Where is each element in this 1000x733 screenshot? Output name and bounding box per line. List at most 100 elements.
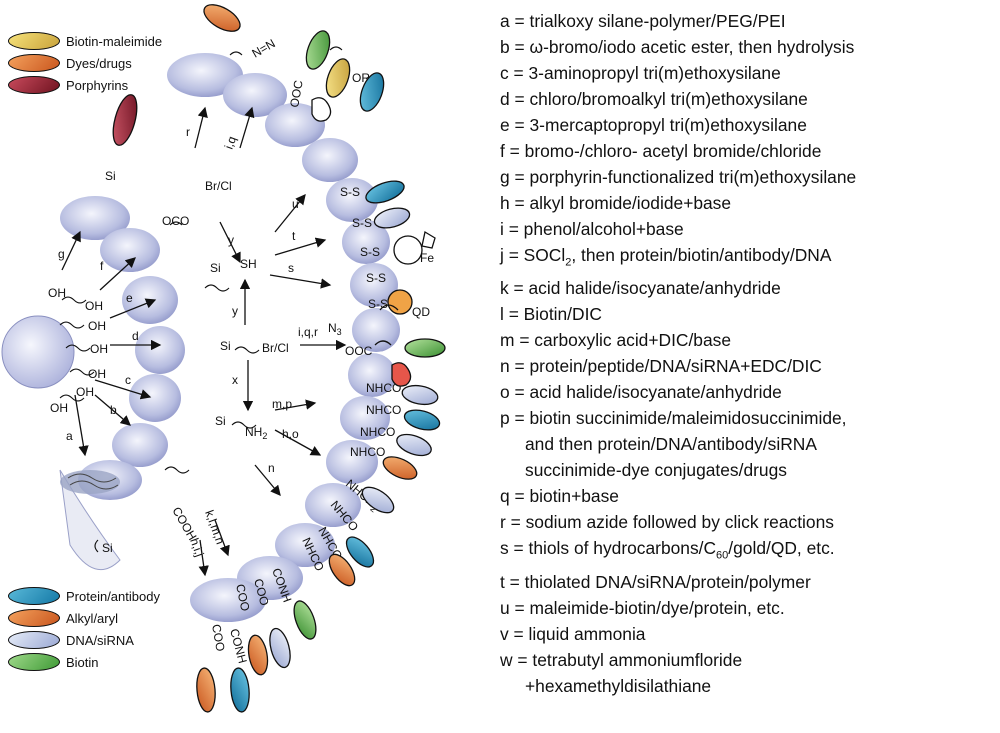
- legend-row-porphyrins: Porphyrins: [8, 74, 162, 96]
- reaction-arrows: [61, 106, 347, 577]
- legend-label: Porphyrins: [66, 77, 129, 93]
- reagent-v: v = liquid ammonia: [500, 623, 646, 644]
- label-fe: Fe: [420, 251, 434, 265]
- label-triazole: N=N: [250, 36, 278, 60]
- reagent-n: n = protein/peptide/DNA/siRNA+EDC/DIC: [500, 356, 822, 377]
- dna-oval-1: [373, 207, 411, 229]
- arrow-label-r: r: [186, 125, 190, 139]
- arrow-label-c: c: [125, 373, 131, 387]
- label-si-amine: Si: [215, 414, 226, 428]
- succinimide-ring: [311, 97, 332, 122]
- arrow-label-t: t: [292, 229, 296, 243]
- label-ooc-1: OOC: [345, 344, 373, 358]
- legend-row-dyes-drugs: Dyes/drugs: [8, 52, 162, 74]
- reagent-p-continued-1: and then protein/DNA/antibody/siRNA: [525, 434, 817, 455]
- protein-oval-5: [230, 667, 250, 713]
- legend-row-alkyl-aryl: Alkyl/aryl: [8, 607, 160, 629]
- legend-label: Dyes/drugs: [66, 55, 132, 71]
- label-br-cl-mid: Br/Cl: [262, 341, 289, 355]
- legend-bottom: Protein/antibody Alkyl/aryl DNA/siRNA Bi…: [8, 585, 160, 673]
- biotin-oval-1: [305, 30, 331, 70]
- biotin-maleimide-swatch: [8, 32, 60, 50]
- reagent-o: o = acid halide/isocyanate/anhydride: [500, 382, 782, 403]
- dna-sirna-swatch: [8, 631, 60, 649]
- alkyl-oval-1: [382, 456, 418, 480]
- maleimide-ring: [391, 362, 412, 387]
- arrow-label-iqr: i,q,r: [298, 325, 318, 339]
- legend-label: DNA/siRNA: [66, 632, 134, 648]
- label-nhco-3: NHCO: [360, 425, 395, 439]
- arrow-label-a: a: [66, 429, 73, 443]
- label-oh-1: OH: [48, 286, 66, 300]
- porphyrins-swatch: [8, 76, 60, 94]
- reagent-e: e = 3-mercaptopropyl tri(m)ethoxysilane: [500, 115, 807, 135]
- label-coo-3: COO: [209, 623, 228, 652]
- reagent-b: b = ω-bromo/iodo acetic ester, then hydr…: [500, 37, 855, 57]
- reagent-w-continued: +hexamethyldisilathiane: [525, 675, 712, 696]
- reagent-r: r = sodium azide followed by click react…: [500, 512, 834, 533]
- alkyl-aryl-swatch: [8, 609, 60, 627]
- arrow-label-iq: i,q: [222, 134, 239, 151]
- label-si-polymer: Si: [102, 541, 113, 555]
- biotin-oval-3: [293, 600, 317, 640]
- label-ss-1: S-S: [340, 185, 360, 199]
- arrow-label-hij: h,i,j: [187, 536, 207, 558]
- legend-row-biotin: Biotin: [8, 651, 160, 673]
- reagent-u: u = maleimide-biotin/dye/protein, etc.: [500, 597, 785, 618]
- label-n3: N3: [328, 321, 342, 337]
- dna-oval-2: [401, 384, 439, 406]
- label-oh-3: OH: [88, 319, 106, 333]
- legend-label: Alkyl/aryl: [66, 610, 119, 626]
- biotin-oval-2: [404, 338, 446, 358]
- legend-row-biotin-maleimide: Biotin-maleimide: [8, 30, 162, 52]
- label-ooc-2: OOC: [287, 79, 306, 109]
- dna-oval-3: [396, 433, 432, 457]
- fullerene: [393, 235, 423, 265]
- label-oh-6: OH: [76, 385, 94, 399]
- label-sh: SH: [240, 257, 257, 271]
- arrow-label-x: x: [232, 373, 238, 387]
- legend-top: Biotin-maleimide Dyes/drugs Porphyrins: [8, 30, 162, 96]
- reagent-m: m = carboxylic acid+DIC/base: [500, 330, 732, 351]
- reagent-p-continued-2: succinimide-dye conjugates/drugs: [525, 460, 787, 481]
- alkyl-oval-2: [328, 553, 356, 587]
- label-br-cl-top: Br/Cl: [205, 179, 232, 193]
- ferrocene: [421, 230, 436, 249]
- arrow-label-n: n: [268, 461, 275, 475]
- legend-label: Biotin: [66, 654, 99, 670]
- label-ss-5: S-S: [368, 297, 388, 311]
- label-si-halide: Si: [220, 339, 231, 353]
- label-si-porphyrin: Si: [105, 169, 116, 183]
- arrow-label-e: e: [126, 291, 133, 305]
- label-nhco-1: NHCO: [366, 381, 401, 395]
- arrow-label-d: d: [132, 329, 139, 343]
- label-coo-1: COO: [251, 577, 272, 607]
- reagent-s: s = thiols of hydrocarbons/C60/gold/QD, …: [500, 538, 835, 562]
- protein-oval-4: [345, 536, 375, 568]
- protein-oval-3: [403, 409, 441, 431]
- arrow-label-klmn: k,l,m,n: [202, 508, 227, 546]
- reagent-k: k = acid halide/isocyanate/anhydride: [500, 278, 781, 299]
- reagent-key-list: a = trialkoxy silane-polymer/PEG/PEI b =…: [500, 8, 995, 699]
- polymer-coated-particle: [59, 469, 121, 570]
- arrow-label-f: f: [100, 259, 104, 273]
- label-oh-7: OH: [50, 401, 68, 415]
- label-oh-4: OH: [90, 342, 108, 356]
- porphyrin-oval: [112, 94, 138, 146]
- protein-oval-2: [365, 180, 405, 204]
- protein-oval-1: [359, 72, 385, 112]
- reagent-l: l = Biotin/DIC: [500, 304, 602, 325]
- label-oh-2: OH: [85, 299, 103, 313]
- reagent-j: j = SOCl2, then protein/biotin/antibody/…: [500, 245, 832, 269]
- dna-oval-5: [269, 627, 291, 669]
- label-ss-4: S-S: [366, 271, 386, 285]
- inner-surface-arc: [60, 196, 185, 500]
- functionalization-scheme: OH OH OH OH OH OH OH Si OCO Br/Cl Si SH …: [1, 4, 446, 713]
- label-oco: OCO: [162, 214, 189, 228]
- arrow-label-b: b: [110, 403, 117, 417]
- linker-chains: [59, 46, 343, 553]
- legend-label: Biotin-maleimide: [66, 33, 163, 49]
- label-nhco-2: NHCO: [366, 403, 401, 417]
- protein-antibody-swatch: [8, 587, 60, 605]
- alkyl-oval-3: [247, 634, 269, 676]
